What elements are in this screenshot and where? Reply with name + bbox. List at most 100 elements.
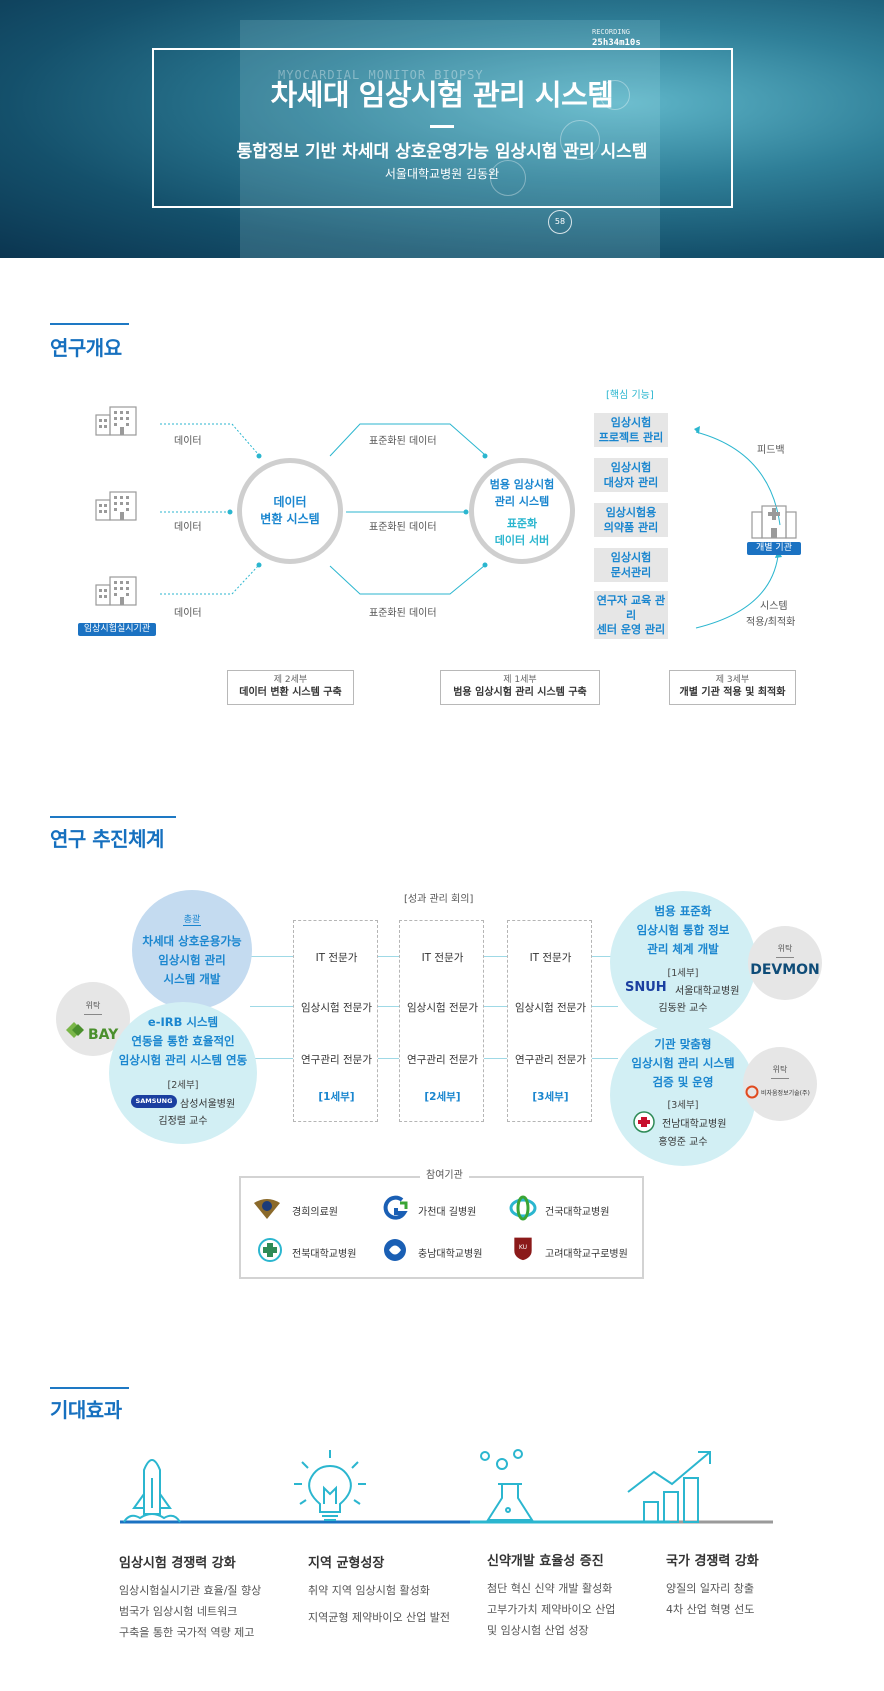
general-line1: 차세대 상호운용가능 [142, 934, 242, 948]
hospital-building-icon [95, 491, 137, 521]
data-label: 데이터 [174, 522, 202, 533]
team-column-1: IT 전문가 임상시험 전문가 연구관리 전문가 [1세부] [293, 920, 378, 1122]
hospital-cross-icon [751, 505, 797, 539]
cnuh-emblem-icon [633, 1111, 655, 1133]
effects-icons [120, 1449, 773, 1524]
effect-title-4: 국가 경쟁력 강화 [666, 1554, 759, 1569]
section-underline [50, 816, 176, 818]
outsource-divider [84, 1014, 102, 1015]
hero-monitor-text: MYOCARDIAL MONITOR BIOPSY [278, 68, 484, 82]
effect-2-line1: 취약 지역 임상시험 활성화 [308, 1584, 430, 1597]
sub3-line1: 기관 맞춤형 [654, 1037, 712, 1051]
hero-recording-label: RECORDING [592, 28, 630, 36]
hero-decor-ring [490, 160, 526, 196]
effect-title-1: 임상시험 경쟁력 강화 [119, 1556, 236, 1571]
general-line3: 시스템 개발 [163, 972, 221, 986]
outsource-bizium-circle [743, 1047, 817, 1121]
section-underline [50, 1387, 129, 1389]
participants-box [239, 1176, 644, 1279]
page-title: 차세대 임상시험 관리 시스템 [270, 78, 614, 112]
sub2-circle [109, 1002, 257, 1144]
participant-3: 건국대학교병원 [545, 1207, 610, 1218]
effect-2-line2: 지역균형 제약바이오 산업 발전 [308, 1611, 451, 1624]
general-line2: 임상시험 관리 [158, 953, 226, 967]
svg-text:KU: KU [519, 1244, 527, 1251]
effect-1-line2: 범국가 임상시험 네트워크 [119, 1605, 238, 1618]
konkuk-logo-icon [509, 1195, 537, 1221]
section-title-overview: 연구개요 [50, 336, 122, 360]
effect-4-line2: 4차 산업 혁명 선도 [666, 1603, 755, 1616]
effect-3-line1: 첨단 혁신 신약 개발 활성화 [487, 1582, 613, 1595]
bay-logo-text: BAY [88, 1027, 119, 1043]
data-label: 데이터 [174, 436, 202, 447]
sub3-num: [3세부] [667, 1100, 699, 1111]
sub1-hospital: 서울대학교병원 [675, 986, 740, 997]
sub3-circle [610, 1024, 756, 1166]
outsource-devmon-circle [748, 926, 822, 1000]
hero-decor-ring [560, 120, 600, 160]
outsource-divider [771, 1078, 789, 1079]
flask-icon [480, 1449, 534, 1521]
system-opt-line1: 시스템 [760, 601, 788, 612]
server-line4: 데이터 서버 [494, 534, 550, 547]
general-circle [132, 890, 252, 1010]
sub2-line3: 임상시험 관리 시스템 연동 [118, 1053, 248, 1067]
team-column-2: IT 전문가 임상시험 전문가 연구관리 전문가 [2세부] [399, 920, 484, 1122]
rocket-icon [123, 1459, 181, 1523]
section-title-effects: 기대효과 [50, 1398, 122, 1422]
gachon-logo-icon [383, 1195, 408, 1220]
growth-chart-icon [627, 1451, 711, 1523]
participant-1: 경희의료원 [292, 1207, 338, 1218]
overview-connectors [160, 423, 782, 629]
outsource-label: 위탁 [772, 1065, 788, 1074]
effect-3-line3: 및 임상시험 산업 성장 [487, 1624, 589, 1637]
sub3-line2: 임상시험 관리 시스템 [631, 1056, 735, 1070]
outsource-divider [776, 957, 794, 958]
lightbulb-icon [294, 1450, 366, 1521]
individual-org-tag: 개별 기관 [747, 542, 801, 555]
sub1-circle [610, 891, 756, 1033]
cnuh-logo-icon [384, 1239, 406, 1261]
hero-title-frame [152, 48, 733, 208]
converter-circle [237, 458, 343, 564]
effect-1-line1: 임상시험실시기관 효율/질 향상 [119, 1584, 262, 1597]
hero-recording-time: 25h34m10s [592, 38, 641, 48]
feature-education-mgmt: 연구자 교육 관리 [594, 591, 668, 625]
converter-line1: 데이터 [273, 495, 307, 509]
participant-6: 고려대학교구로병원 [545, 1249, 628, 1260]
feature-center-mgmt: 센터 운영 관리 [594, 620, 668, 639]
snuh-logo: SNUH [625, 980, 667, 995]
server-line1: 범용 임상시험 [489, 478, 555, 491]
std-data-label: 표준화된 데이터 [369, 436, 437, 447]
title-divider [430, 125, 454, 128]
sub2-num: [2세부] [167, 1080, 199, 1091]
participants-label: 참여기관 [420, 1166, 469, 1181]
hospital-building-icon [95, 576, 137, 606]
converter-line2: 변환 시스템 [260, 512, 320, 526]
sub3-hospital: 전남대학교병원 [662, 1119, 727, 1130]
sub2-line1: e-IRB 시스템 [147, 1015, 219, 1029]
effect-4-line1: 양질의 일자리 창출 [666, 1582, 754, 1595]
sub1-line3: 관리 체계 개발 [647, 942, 719, 956]
sub2-hospital: 삼성서울병원 [180, 1099, 236, 1110]
hero-gauge: 58 [548, 210, 572, 234]
sub1-person: 김동완 교수 [658, 1003, 708, 1014]
data-label: 데이터 [174, 608, 202, 619]
section-underline [50, 323, 129, 325]
participant-4: 전북대학교병원 [292, 1249, 357, 1260]
sub2-person: 김정렬 교수 [158, 1116, 208, 1127]
sub2-line2: 연동을 통한 효율적인 [131, 1034, 235, 1048]
sub3-line3: 검증 및 운영 [652, 1075, 714, 1089]
source-institution-tag: 임상시험실시기관 [78, 623, 156, 636]
khmc-logo-icon [254, 1199, 280, 1219]
std-data-label: 표준화된 데이터 [369, 522, 437, 533]
sub1-num: [1세부] [667, 968, 699, 979]
sub1-line2: 임상시험 통합 정보 [636, 923, 730, 937]
participant-2: 가천대 길병원 [418, 1207, 477, 1218]
bizium-logo-icon [745, 1085, 759, 1099]
